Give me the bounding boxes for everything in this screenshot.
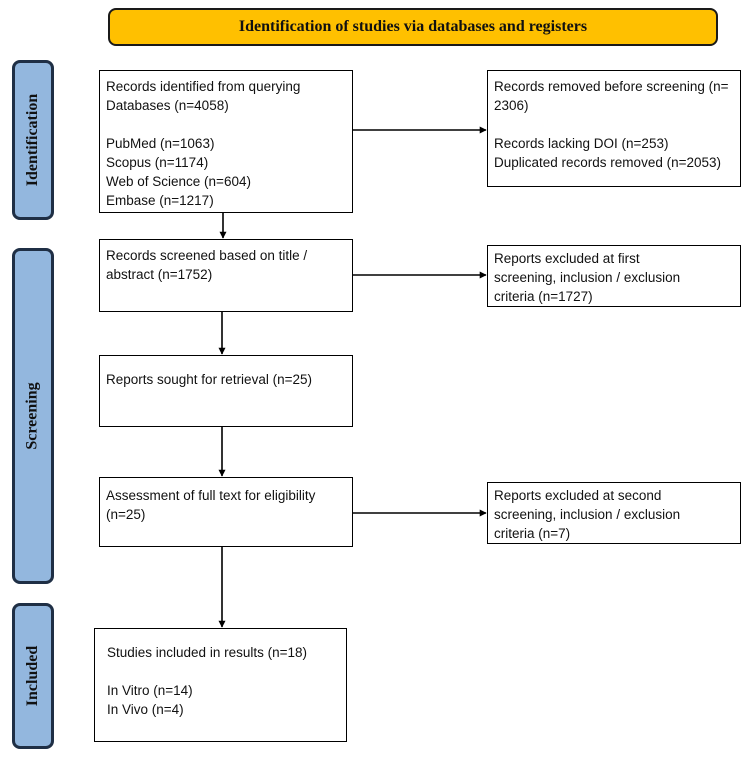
records-removed-line1: Records removed before screening (n= <box>494 79 729 94</box>
assessment-line2: (n=25) <box>106 507 146 522</box>
box-included-studies: Studies included in results (n=18) In Vi… <box>94 628 347 742</box>
records-embase: Embase (n=1217) <box>106 193 214 208</box>
excluded-second-line1: Reports excluded at second <box>494 488 662 503</box>
records-screened-line2: abstract (n=1752) <box>106 267 213 282</box>
records-scopus: Scopus (n=1174) <box>106 155 209 170</box>
excluded-first-line2: screening, inclusion / exclusion <box>494 270 681 285</box>
box-excluded-second: Reports excluded at second screening, in… <box>487 482 741 544</box>
records-duplicated: Duplicated records removed (n=2053) <box>494 155 721 170</box>
excluded-first-line3: criteria (n=1727) <box>494 289 593 304</box>
box-records-identified: Records identified from querying Databas… <box>99 70 353 213</box>
excluded-second-line3: criteria (n=7) <box>494 526 571 541</box>
records-lacking-doi: Records lacking DOI (n=253) <box>494 136 669 151</box>
box-assessment: Assessment of full text for eligibility … <box>99 477 353 547</box>
phase-identification: Identification <box>12 60 54 220</box>
records-web-of-science: Web of Science (n=604) <box>106 174 251 189</box>
records-identified-line2: Databases (n=4058) <box>106 98 229 113</box>
reports-sought-line1: Reports sought for retrieval (n=25) <box>106 372 312 387</box>
assessment-line1: Assessment of full text for eligibility <box>106 488 316 503</box>
included-in-vitro: In Vitro (n=14) <box>107 683 193 698</box>
records-identified-line1: Records identified from querying <box>106 79 301 94</box>
records-screened-line1: Records screened based on title / <box>106 248 308 263</box>
records-pubmed: PubMed (n=1063) <box>106 136 215 151</box>
box-reports-sought: Reports sought for retrieval (n=25) <box>99 355 353 427</box>
included-in-vivo: In Vivo (n=4) <box>107 702 184 717</box>
box-excluded-first: Reports excluded at first screening, inc… <box>487 245 741 307</box>
included-line1: Studies included in results (n=18) <box>107 645 307 660</box>
excluded-first-line1: Reports excluded at first <box>494 251 640 266</box>
box-records-removed: Records removed before screening (n= 230… <box>487 70 741 187</box>
phase-screening: Screening <box>12 248 54 584</box>
box-records-screened: Records screened based on title / abstra… <box>99 239 353 312</box>
phase-included: Included <box>12 603 54 749</box>
excluded-second-line2: screening, inclusion / exclusion <box>494 507 681 522</box>
banner-title: Identification of studies via databases … <box>108 8 718 46</box>
records-removed-line2: 2306) <box>494 98 529 113</box>
